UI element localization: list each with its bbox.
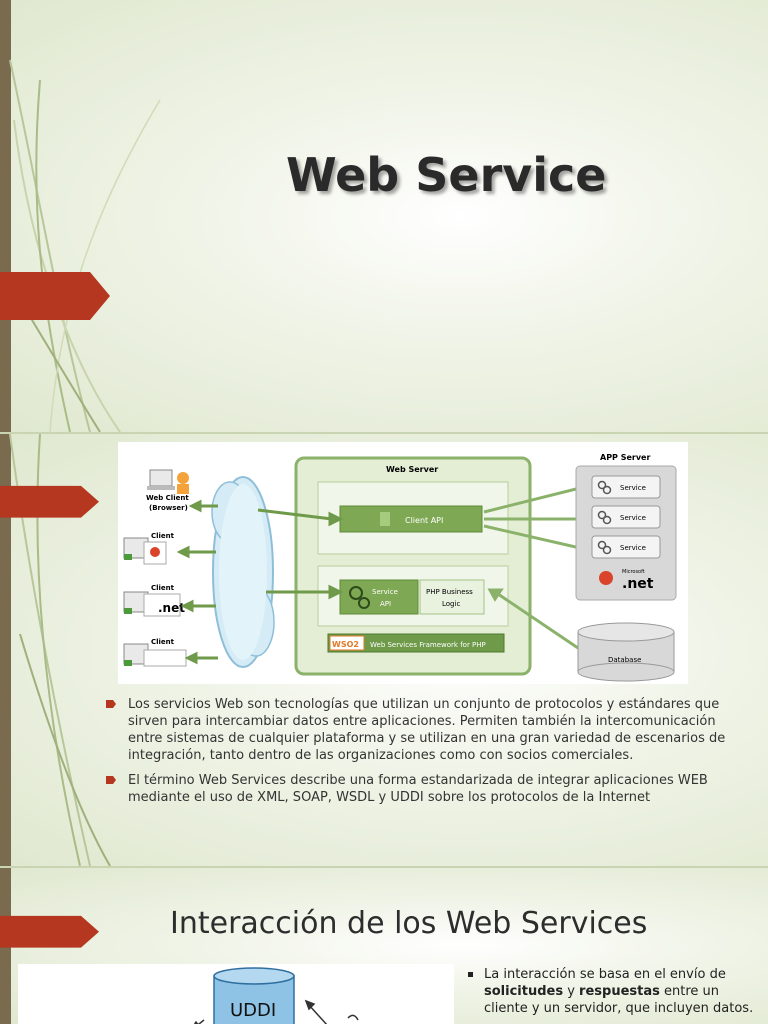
bold-solicitudes: solicitudes <box>484 984 564 999</box>
section-marker <box>0 272 110 320</box>
wso2-logo: WSO2 <box>332 640 359 649</box>
svg-text:Service: Service <box>620 484 646 492</box>
client-label: Client <box>151 584 175 592</box>
slide-title: Web Service <box>0 0 768 432</box>
slide-separator <box>0 866 768 868</box>
arrow-bullet-icon <box>106 700 116 708</box>
svg-text:Service: Service <box>620 514 646 522</box>
service-api-label-2: API <box>380 600 391 608</box>
client-label: Client <box>151 532 175 540</box>
arrow-bullet-icon <box>106 776 116 784</box>
bullet-text: y <box>563 984 580 999</box>
web-client-label: Web Client <box>146 494 189 502</box>
app-server-label: APP Server <box>600 453 650 462</box>
bold-respuestas: respuestas <box>579 984 660 999</box>
service-item: Service <box>591 535 661 559</box>
section-marker <box>0 915 100 948</box>
left-bar <box>0 0 11 432</box>
svg-text:Service: Service <box>620 544 646 552</box>
uddi-diagram: UDDI <box>18 964 454 1024</box>
grass-decoration <box>9 59 161 432</box>
php-logic-label-1: PHP Business <box>426 588 473 596</box>
section-marker <box>0 485 100 518</box>
client-api-label: Client API <box>405 516 443 525</box>
bullet-text: Los servicios Web son tecnologías que ut… <box>128 697 726 763</box>
service-api-label-1: Service <box>372 588 398 596</box>
slide-separator <box>0 432 768 434</box>
database-icon <box>577 622 675 682</box>
bullet-item: Los servicios Web son tecnologías que ut… <box>106 696 736 764</box>
web-client-icon <box>147 469 189 494</box>
microsoft-label: Microsoft <box>622 569 645 575</box>
web-server-label: Web Server <box>386 465 438 474</box>
client-label: Client <box>151 638 175 646</box>
net-logo: .net <box>622 576 654 592</box>
uddi-label: UDDI <box>230 1000 276 1021</box>
server-arrows <box>257 508 344 600</box>
internet-cloud-icon <box>211 476 275 668</box>
web-service-architecture-diagram: Web Client (Browser) Client Client .net <box>118 442 688 684</box>
framework-label: Web Services Framework for PHP <box>370 641 486 649</box>
slide-interaction: Interacción de los Web Services UDDI La … <box>0 868 768 1024</box>
service-item: Service <box>591 475 661 499</box>
service-item: Service <box>591 505 661 529</box>
slide-title-text: Web Service <box>286 148 607 202</box>
square-bullet-icon <box>468 972 473 977</box>
bullet-text: El término Web Services describe una for… <box>128 773 708 805</box>
slide-title-text: Interacción de los Web Services <box>170 906 648 941</box>
uddi-arrows <box>193 999 359 1024</box>
bullet-item: El término Web Services describe una for… <box>106 772 736 806</box>
database-label: Database <box>608 656 641 664</box>
interaction-bullet: La interacción se basa en el envío de so… <box>468 966 756 1017</box>
php-logic-label-2: Logic <box>442 600 460 608</box>
app-server-box <box>575 465 677 601</box>
framework-bar <box>327 633 505 653</box>
slide-web-service-diagram: Web Client (Browser) Client Client .net <box>0 434 768 866</box>
net-logo: .net <box>158 601 185 615</box>
client-java-icon <box>123 537 167 565</box>
left-bar <box>0 434 11 866</box>
uddi-database-icon <box>213 967 295 1024</box>
php-logic-box <box>419 579 485 615</box>
browser-label: (Browser) <box>149 504 188 512</box>
java-icon <box>599 571 613 585</box>
bullet-text: entre un cliente y un servidor, que incl… <box>484 984 754 1016</box>
service-api-box <box>339 579 419 615</box>
client-arrows <box>176 499 218 665</box>
client-net-icon <box>123 591 181 617</box>
bullet-list: Los servicios Web son tecnologías que ut… <box>106 696 736 814</box>
client-wso2-icon <box>123 643 187 667</box>
bullet-text: La interacción se basa en el envío de <box>484 967 726 982</box>
